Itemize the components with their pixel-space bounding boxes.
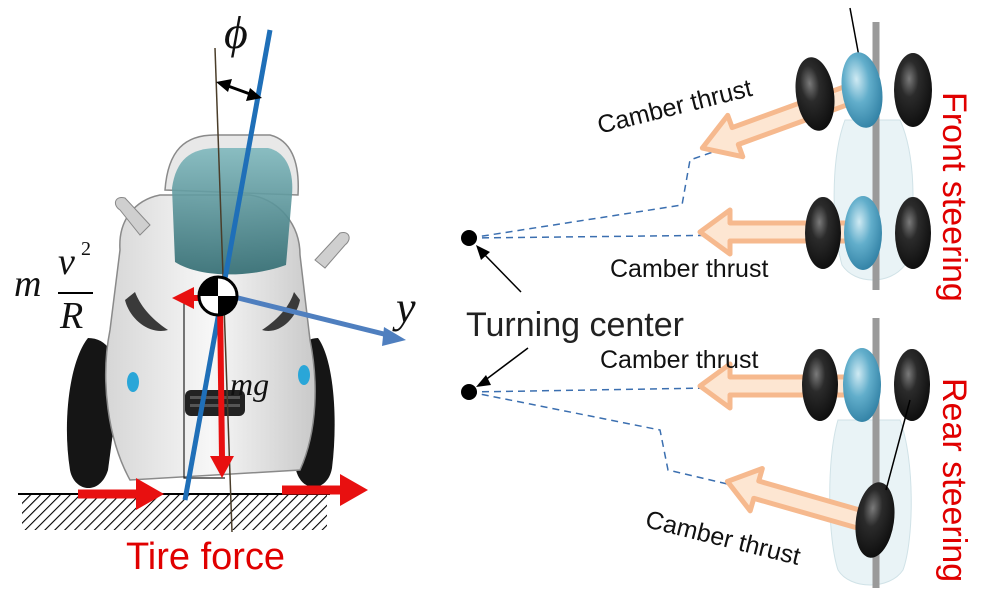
ground-hatch — [22, 494, 327, 530]
rear-upper-thrust-label: Camber thrust — [600, 346, 759, 374]
force-mass-label: m — [14, 263, 42, 305]
front-center-bottom-tire — [844, 196, 882, 270]
rear-right-top-tire — [894, 349, 930, 421]
turning-diagram — [461, 7, 932, 588]
turning-center-label: Turning center — [466, 306, 684, 344]
construction-lines — [183, 300, 225, 479]
rear-steering-label: Rear steering — [935, 378, 973, 583]
rear-lower-thrust-arrow — [724, 466, 867, 532]
angle-phi-label: ϕ — [224, 7, 248, 58]
front-lower-thrust-label: Camber thrust — [610, 255, 769, 283]
left-mirror — [114, 196, 151, 236]
angle-double-arrow — [227, 84, 251, 96]
gravity-label: mg — [230, 366, 270, 402]
front-turning-center-point — [461, 230, 477, 246]
lean-axis-line — [182, 29, 273, 501]
centrifugal-force-arrowhead — [172, 287, 194, 309]
front-steering-label: Front steering — [935, 92, 973, 302]
front-right-top-tire — [894, 53, 932, 127]
left-headlight — [125, 292, 168, 331]
right-accent-light — [298, 365, 310, 385]
vehicle-front-view — [18, 29, 406, 533]
y-axis-arrowhead — [382, 327, 406, 346]
gravity-arrowhead — [210, 456, 234, 478]
rear-turning-center-point — [461, 384, 477, 400]
rear-bottom-tire — [855, 482, 895, 558]
turning-center-pointer-rear — [483, 347, 529, 382]
force-exponent-label: 2 — [81, 238, 91, 260]
left-accent-light — [127, 372, 139, 392]
y-axis-line — [217, 290, 393, 339]
rear-pointer-line — [885, 399, 911, 491]
y-axis-label: y — [396, 283, 416, 332]
right-mirror — [314, 231, 350, 269]
rear-left-top-tire — [802, 349, 838, 421]
turning-center-pointer-front — [481, 251, 522, 293]
right-headlight — [262, 292, 300, 331]
tire-force-label: Tire force — [126, 536, 286, 578]
force-velocity-label: v — [58, 241, 75, 283]
front-center-top-tire — [841, 52, 883, 128]
force-radius-label: R — [60, 295, 84, 337]
front-left-top-tire — [795, 57, 835, 131]
front-right-bottom-tire — [895, 197, 931, 269]
windshield — [172, 148, 293, 275]
gravity-arrow — [217, 299, 225, 459]
rear-center-top-tire — [843, 348, 881, 422]
front-left-bottom-tire — [805, 197, 841, 269]
rear-lower-path — [469, 391, 881, 521]
